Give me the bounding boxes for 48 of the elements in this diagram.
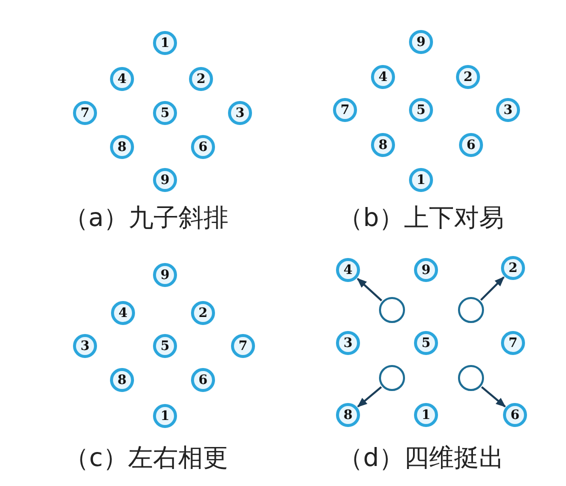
circled-number: 7 [501,331,525,355]
circled-number: 4 [111,301,135,325]
arrow [357,386,382,408]
circled-number: 5 [414,331,438,355]
circled-number: 3 [73,334,97,358]
empty-circle [458,297,484,323]
arrow [481,386,506,408]
circled-number: 2 [189,67,213,91]
circled-number: 1 [414,403,438,427]
circled-number: 5 [409,98,433,122]
circled-number: 4 [336,258,360,282]
circled-number: 2 [456,65,480,89]
circled-number: 6 [191,135,215,159]
circled-number: 9 [153,263,177,287]
circled-number: 6 [503,403,527,427]
circled-number: 8 [110,368,134,392]
arrow [480,276,504,301]
circled-number: 8 [371,133,395,157]
circled-number: 3 [496,98,520,122]
circled-number: 2 [501,256,525,280]
empty-circle [458,365,484,391]
circled-number: 7 [231,334,255,358]
circled-number: 4 [371,65,395,89]
circled-number: 3 [336,331,360,355]
empty-circle [379,297,405,323]
circled-number: 7 [333,98,357,122]
circled-number: 7 [73,101,97,125]
panel-caption: （d）四维挺出 [338,443,504,473]
panel-caption: （b）上下对易 [338,203,504,233]
circled-number: 9 [409,30,433,54]
circled-number: 1 [153,404,177,428]
circled-number: 6 [191,368,215,392]
circled-number: 8 [110,135,134,159]
panel-caption: （c）左右相更 [64,443,228,473]
circled-number: 9 [414,258,438,282]
empty-circle [379,365,405,391]
circled-number: 3 [228,101,252,125]
circled-number: 5 [153,101,177,125]
circled-number: 9 [153,168,177,192]
circled-number: 6 [459,133,483,157]
arrow [356,278,382,302]
circled-number: 1 [409,168,433,192]
panel-caption: （a）九子斜排 [63,203,229,233]
circled-number: 4 [110,67,134,91]
circled-number: 1 [153,31,177,55]
circled-number: 5 [153,334,177,358]
circled-number: 8 [336,403,360,427]
circled-number: 2 [191,301,215,325]
